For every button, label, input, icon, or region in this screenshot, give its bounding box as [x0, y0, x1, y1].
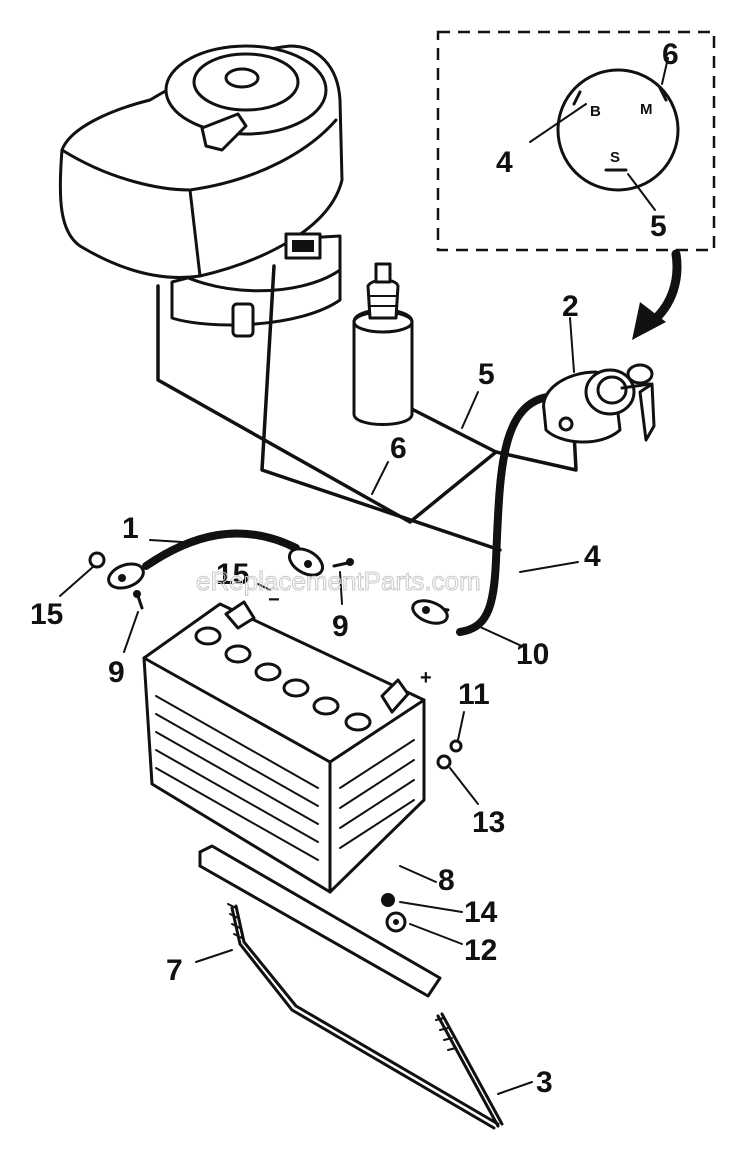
engine-terminal [292, 240, 314, 252]
cable-1 [142, 529, 300, 570]
battery-positive-sign: + [420, 667, 432, 689]
hardware [88, 551, 463, 933]
callout-8: 8 [438, 864, 455, 897]
terminal-m-mark [658, 86, 668, 102]
ignition-coil [352, 262, 414, 426]
switch-face-circle [556, 68, 680, 192]
callout-2: 2 [562, 290, 579, 323]
terminal-s-label: S [610, 149, 620, 166]
terminal-b-label: B [590, 103, 601, 120]
callout-5-inset: 5 [650, 210, 667, 243]
wire-6-path-a [156, 284, 498, 524]
coil-tower [366, 278, 400, 320]
nut-14 [381, 893, 395, 907]
engine-shroud-fold [188, 188, 202, 278]
ignition-switch [542, 363, 656, 444]
nut-15-left [88, 551, 106, 569]
callout-12: 12 [464, 934, 497, 967]
ignition-key-shank [620, 382, 652, 390]
wire-5 [400, 402, 578, 472]
bolt-9-left [136, 594, 144, 610]
rod-7-thread [227, 903, 243, 939]
cable-terminal-10 [411, 599, 449, 625]
switch-detail-inset: B M S 4 6 5 [436, 30, 716, 252]
ignition-key-blade [638, 382, 656, 442]
callout-15-center: 15 [216, 558, 249, 591]
wiring [156, 264, 578, 636]
callout-4-inset: 4 [496, 146, 513, 179]
leader-5-inset [627, 173, 656, 211]
battery-neg-post [224, 600, 256, 630]
battery-hold-down [198, 844, 504, 1130]
callout-4: 4 [584, 540, 601, 573]
callout-5: 5 [478, 358, 495, 391]
washer-11 [449, 739, 463, 753]
callout-15-left: 15 [30, 598, 63, 631]
inset-frame [436, 30, 716, 252]
engine-illustration [58, 44, 344, 338]
callout-numbers: 2 5 6 1 4 15 15 9 9 10 11 13 8 14 12 7 3 [30, 290, 601, 1099]
nut-13 [436, 754, 452, 770]
battery: − + [142, 589, 432, 894]
battery-cable-1 [107, 529, 325, 590]
leader-lines [59, 317, 579, 1095]
cable-4 [456, 392, 560, 636]
callout-10: 10 [516, 638, 549, 671]
leader-4-inset [529, 103, 587, 143]
leader-6-inset [661, 57, 669, 85]
callout-7: 7 [166, 954, 183, 987]
cable-1-terminal-left [107, 562, 145, 590]
callout-13: 13 [472, 806, 505, 839]
inset-arrow [632, 249, 682, 340]
rod-3-thread [435, 1017, 457, 1051]
callout-6-inset: 6 [662, 38, 679, 71]
hold-down-rod-3 [436, 1014, 500, 1128]
starter-hub [224, 67, 260, 89]
callout-11: 11 [458, 678, 490, 711]
callout-14: 14 [464, 896, 498, 929]
battery-end-ribs [339, 739, 415, 849]
wire-6-path-b [260, 264, 502, 552]
battery-negative-sign: − [268, 589, 280, 611]
engine-shaft [231, 302, 255, 338]
battery-pos-post [380, 678, 410, 714]
starter-handle [200, 112, 248, 152]
watermark-text: eReplacementParts.com [196, 566, 481, 596]
terminal-m-label: M [640, 101, 653, 118]
coil-terminal [374, 262, 392, 284]
switch-keyhole [596, 375, 628, 405]
terminal-b-mark [572, 90, 582, 106]
callout-9-left: 9 [108, 656, 125, 689]
callout-9-right: 9 [332, 610, 349, 643]
ignition-key-head [626, 363, 654, 385]
callout-6: 6 [390, 432, 407, 465]
callout-1: 1 [122, 512, 139, 545]
battery-side-ribs [155, 695, 319, 861]
battery-caps [194, 626, 372, 732]
callout-3: 3 [536, 1066, 553, 1099]
